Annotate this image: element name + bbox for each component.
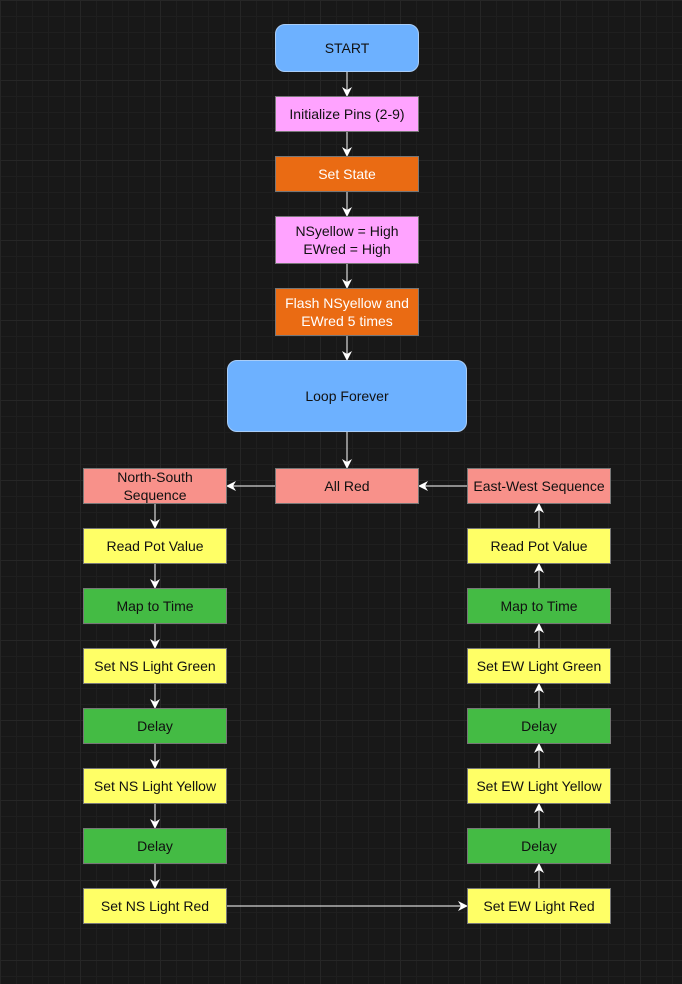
node-ns-read-pot-label: Read Pot Value [106,538,204,554]
node-ns-delay-1[interactable]: Delay [83,708,227,744]
node-ns-red-label: Set NS Light Red [100,898,210,914]
node-flash[interactable]: Flash NSyellow and EWred 5 times [275,288,419,336]
node-ns-yellow-high-label: NSyellow = High EWred = High [295,223,399,257]
node-loop-forever-label: Loop Forever [305,388,389,404]
node-all-red[interactable]: All Red [275,468,419,504]
node-initialize-pins-label: Initialize Pins (2-9) [289,106,405,122]
node-ew-map-time-label: Map to Time [500,598,578,614]
node-ns-yellow[interactable]: Set NS Light Yellow [83,768,227,804]
node-ew-map-time[interactable]: Map to Time [467,588,611,624]
node-ns-map-time[interactable]: Map to Time [83,588,227,624]
node-loop-forever[interactable]: Loop Forever [227,360,467,432]
node-ew-green-label: Set EW Light Green [476,658,602,674]
node-east-west-sequence[interactable]: East-West Sequence [467,468,611,504]
node-ns-delay-2-label: Delay [137,838,173,854]
node-ns-red[interactable]: Set NS Light Red [83,888,227,924]
node-ew-red-label: Set EW Light Red [483,898,595,914]
node-ew-read-pot-label: Read Pot Value [490,538,588,554]
node-ew-yellow[interactable]: Set EW Light Yellow [467,768,611,804]
node-north-south-sequence[interactable]: North-South Sequence [83,468,227,504]
node-ew-delay-1-label: Delay [521,718,557,734]
node-ns-green-label: Set NS Light Green [94,658,216,674]
node-ns-delay-2[interactable]: Delay [83,828,227,864]
node-east-west-sequence-label: East-West Sequence [473,478,605,494]
node-start-label: START [324,40,370,56]
node-set-state-label: Set State [318,166,376,182]
node-ns-yellow-label: Set NS Light Yellow [93,778,217,794]
node-ew-delay-2-label: Delay [521,838,557,854]
node-ns-yellow-high[interactable]: NSyellow = High EWred = High [275,216,419,264]
node-ew-red[interactable]: Set EW Light Red [467,888,611,924]
node-ew-read-pot[interactable]: Read Pot Value [467,528,611,564]
node-initialize-pins[interactable]: Initialize Pins (2-9) [275,96,419,132]
node-flash-label: Flash NSyellow and EWred 5 times [285,295,409,329]
node-ns-green[interactable]: Set NS Light Green [83,648,227,684]
node-ns-map-time-label: Map to Time [116,598,194,614]
node-set-state[interactable]: Set State [275,156,419,192]
node-ew-yellow-label: Set EW Light Yellow [476,778,602,794]
node-ew-green[interactable]: Set EW Light Green [467,648,611,684]
node-all-red-label: All Red [324,478,370,494]
node-ew-delay-2[interactable]: Delay [467,828,611,864]
node-start[interactable]: START [275,24,419,72]
node-ew-delay-1[interactable]: Delay [467,708,611,744]
node-ns-delay-1-label: Delay [137,718,173,734]
node-north-south-sequence-label: North-South Sequence [117,469,193,503]
node-ns-read-pot[interactable]: Read Pot Value [83,528,227,564]
